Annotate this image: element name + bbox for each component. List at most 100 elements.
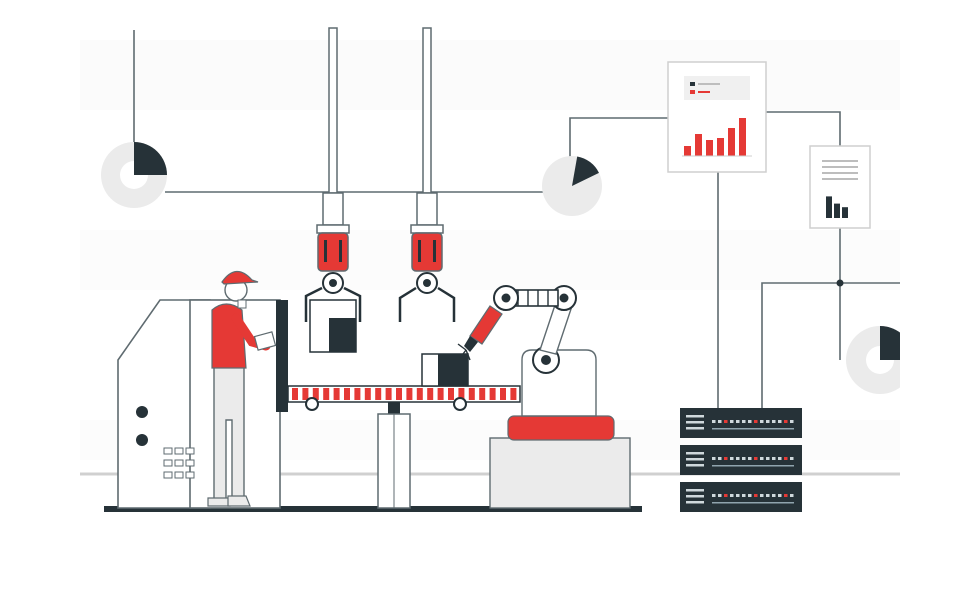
server-light [742,420,746,423]
server-light [712,457,716,460]
server-light [730,420,734,423]
server-light [772,494,776,497]
legend-swatch [690,82,695,86]
mini-bar [826,196,832,218]
report-bar-group [684,118,746,156]
gripper-icon [398,27,456,322]
server-light [760,457,764,460]
server-slot [686,452,704,455]
server-light [712,420,716,423]
conveyor-stripe [312,388,319,400]
server-light [730,494,734,497]
server-slot [686,427,704,430]
pie-chart-icon [542,156,602,216]
server-light [742,494,746,497]
control-machine [117,299,288,509]
server-rack-icon [680,408,802,512]
server-light [736,457,740,460]
junction-dot [836,279,844,287]
report-icon [667,61,767,173]
report-icon [809,145,871,229]
server-light [748,457,752,460]
server-light [718,420,722,423]
conveyor-stripe [406,388,413,400]
server-light [736,494,740,497]
server-divider [712,465,794,467]
conveyor-stripe [510,388,517,400]
pie-chart-icon [101,142,167,208]
conveyor-stripe [458,388,465,400]
server-slot [686,458,704,461]
conveyor-stripe [437,388,444,400]
connection-lines [133,30,900,408]
server-light [760,494,764,497]
server-light [772,420,776,423]
conveyor-stripe [385,388,392,400]
machine-screen [276,300,288,412]
conveyor-stripe [354,388,361,400]
server-light [778,457,782,460]
server-light [718,494,722,497]
server-light [766,494,770,497]
server-light [736,420,740,423]
report-bar [739,118,746,156]
conveyor-stripe [489,388,496,400]
conveyor-stripe [396,388,402,400]
server-light [718,457,722,460]
mini-bar [834,203,840,218]
report-bar [717,138,724,156]
conveyor-stripe [292,388,298,400]
server-light [766,457,770,460]
mini-bar-group [826,196,848,218]
conveyor-stripe [302,388,309,400]
report-bar [695,134,702,156]
conveyor-stripe [416,388,423,400]
server-light [730,457,734,460]
conveyor-stripe [448,388,454,400]
server-light [778,420,782,423]
server-light [724,457,728,460]
server-light [748,494,752,497]
conveyor-icon [287,353,521,509]
server-light [784,420,788,423]
report-bar [684,146,691,156]
conveyor-stripe [375,388,382,400]
server-light [772,457,776,460]
server-light [784,457,788,460]
server-light [784,494,788,497]
worker-icon [207,270,277,507]
report-bar [728,128,735,156]
conveyor-stripe [468,388,475,400]
server-light [790,420,794,423]
mini-bar [842,207,848,218]
server-light [790,494,794,497]
server-slot [686,464,704,467]
conveyor-stripe [427,388,434,400]
conveyor-stripe [333,388,340,400]
server-divider [712,502,794,504]
server-light [754,457,758,460]
server-light [748,420,752,423]
server-light [754,420,758,423]
server-light [778,494,782,497]
server-light [754,494,758,497]
server-slot [686,501,704,504]
server-light [724,494,728,497]
conveyor-stripe [364,388,371,400]
gripper-icon [304,27,362,353]
pie-chart-icon [846,300,960,420]
conveyor-stripe [344,388,350,400]
server-light [724,420,728,423]
server-light [766,420,770,423]
server-slot [686,415,704,418]
server-slot [686,421,704,424]
server-light [790,457,794,460]
server-light [760,420,764,423]
conveyor-stripe [479,388,486,400]
server-slot [686,495,704,498]
server-slot [686,489,704,492]
server-light [742,457,746,460]
report-bar [706,140,713,156]
